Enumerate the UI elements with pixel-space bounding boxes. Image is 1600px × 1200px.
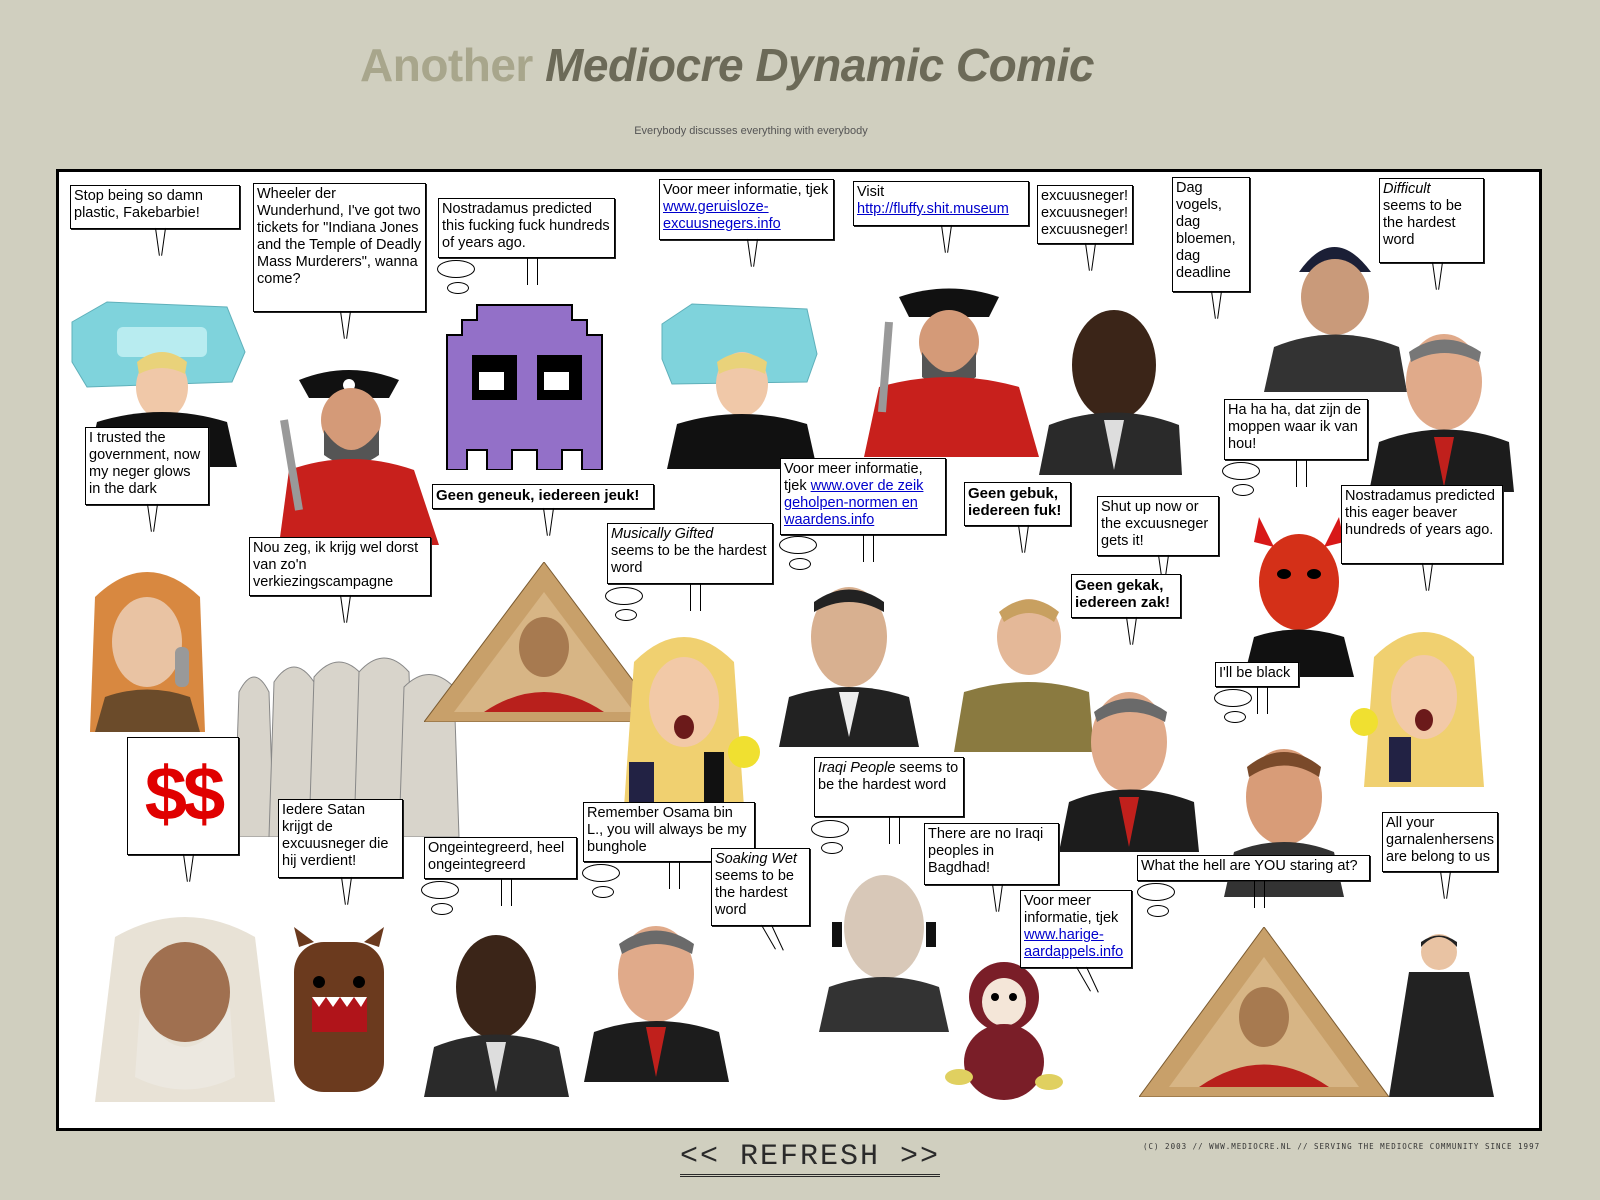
bubble-iraqi-italic: Iraqi People: [818, 760, 896, 776]
bubble-dollar: $$: [127, 737, 239, 855]
monkey-plush: [945, 962, 1063, 1100]
copyright-text: (c) 2003 // www.mediocre.nl // serving t…: [1143, 1142, 1541, 1151]
refresh-button[interactable]: << REFRESH >>: [680, 1140, 941, 1177]
domo-kun: [294, 927, 384, 1092]
bubble-musically-text: seems to be the hardest word: [611, 543, 767, 576]
bubble-iraqi-people: Iraqi People seems to be the hardest wor…: [814, 757, 964, 817]
bubble-geruisloze: Voor meer informatie, tjek www.geruisloz…: [659, 179, 834, 240]
subtitle: Everybody discusses everything with ever…: [634, 125, 868, 137]
bubble-over-de-zeik-text: Voor meer informatie, tjek: [784, 461, 923, 494]
bubble-harige-text: Voor meer informatie, tjek: [1024, 893, 1119, 926]
bubble-geen-geneuk: Geen geneuk, iedereen jeuk!: [432, 484, 654, 509]
bubble-fluffy-text: Visit: [857, 184, 885, 200]
bubble-iraqi-text: seems to be the hardest word: [818, 760, 959, 793]
bubble-garnalenhersens: All your garnalenhersens are belong to u…: [1382, 812, 1498, 872]
britney-2: [1350, 632, 1484, 787]
god-pyramid-1: [424, 562, 664, 722]
god-pyramid-2: [1139, 927, 1389, 1097]
bubble-nostradamus-1: Nostradamus predicted this fucking fuck …: [438, 198, 615, 258]
link-geruisloze[interactable]: www.geruisloze-excuusnegers.info: [663, 199, 781, 232]
phone-guy: [954, 599, 1094, 752]
bubble-nostradamus-2: Nostradamus predicted this eager beaver …: [1341, 485, 1503, 564]
link-over-de-zeik[interactable]: www.over de zeik geholpen-normen en waar…: [784, 478, 924, 528]
bubble-staring: What the hell are YOU staring at?: [1137, 855, 1370, 881]
bubble-ill-be-black: I'll be black: [1215, 662, 1299, 687]
pirate-1: [279, 370, 439, 545]
bubble-soaking-text: seems to be the hardest word: [715, 868, 794, 918]
ghost-hooded-crowd: [234, 657, 460, 837]
bubble-soaking-italic: Soaking Wet: [715, 851, 797, 867]
bubble-ongeintegreerd: Ongeintegreerd, heel ongeintegreerd: [424, 837, 577, 879]
bubble-over-de-zeik: Voor meer informatie, tjek www.over de z…: [780, 458, 946, 535]
bubble-no-iraqi-peoples: There are no Iraqi peoples in Bagdhad!: [924, 823, 1059, 885]
beanie-man: [1264, 247, 1407, 392]
bearded-old-man: [95, 917, 275, 1102]
comic-title: Another Mediocre Dynamic Comic: [360, 38, 1094, 92]
bubble-geruisloze-text: Voor meer informatie, tjek: [663, 182, 829, 198]
bubble-difficult-italic: Difficult: [1383, 181, 1431, 197]
bubble-geen-gebuk: Geen gebuk, iedereen fuk!: [964, 482, 1071, 526]
bubble-wheeler: Wheeler der Wunderhund, I've got two tic…: [253, 183, 426, 312]
bubble-musically-italic: Musically Gifted: [611, 526, 714, 542]
harry-potter-figure: [1389, 934, 1494, 1097]
comic-panel: Stop being so damn plastic, Fakebarbie! …: [56, 169, 1542, 1131]
bubble-dorst: Nou zeg, ik krijg wel dorst van zo'n ver…: [249, 537, 431, 596]
man-suit-dark-1: [1039, 310, 1182, 475]
ghost-purple: [446, 304, 603, 470]
bush-3: [584, 926, 729, 1082]
bald-man-headphones: [819, 875, 949, 1032]
foam-helmet-guy-2: [661, 303, 818, 469]
bubble-ha-ha-ha: Ha ha ha, dat zijn de moppen waar ik van…: [1224, 399, 1368, 460]
bubble-remember-osama: Remember Osama bin L., you will always b…: [583, 802, 755, 862]
bubble-dag-vogels: Dag vogels, dag bloemen, dag deadline: [1172, 177, 1250, 292]
bubble-fakebarbie: Stop being so damn plastic, Fakebarbie!: [70, 185, 240, 229]
link-harige[interactable]: www.harige-aardappels.info: [1024, 927, 1124, 960]
man-suit-dark-2: [424, 935, 569, 1097]
bush-2: [1059, 692, 1199, 852]
britney-1: [624, 637, 760, 807]
man-suit-2: [779, 587, 919, 747]
bubble-iedere-satan: Iedere Satan krijgt de excuusneger die h…: [278, 799, 403, 878]
bubble-trusted-government: I trusted the government, now my neger g…: [85, 427, 209, 505]
bush-1: [1369, 334, 1514, 492]
bubble-shut-up: Shut up now or the excuusneger gets it!: [1097, 496, 1219, 556]
bubble-harige-aardappels: Voor meer informatie, tjek www.harige-aa…: [1020, 890, 1132, 968]
bubble-geen-gekak: Geen gekak, iedereen zak!: [1071, 574, 1181, 618]
pirate-2: [864, 288, 1039, 457]
title-prefix: Another: [360, 39, 533, 91]
bubble-excuusneger: excuusneger! excuusneger! excuusneger!: [1037, 185, 1133, 244]
title-main: Mediocre Dynamic Comic: [545, 39, 1094, 91]
link-fluffy[interactable]: http://fluffy.shit.museum: [857, 201, 1009, 217]
dollar-sign: $$: [144, 752, 226, 837]
bubble-difficult-text: seems to be the hardest word: [1383, 198, 1462, 248]
woman-orange-hair: [90, 572, 205, 732]
